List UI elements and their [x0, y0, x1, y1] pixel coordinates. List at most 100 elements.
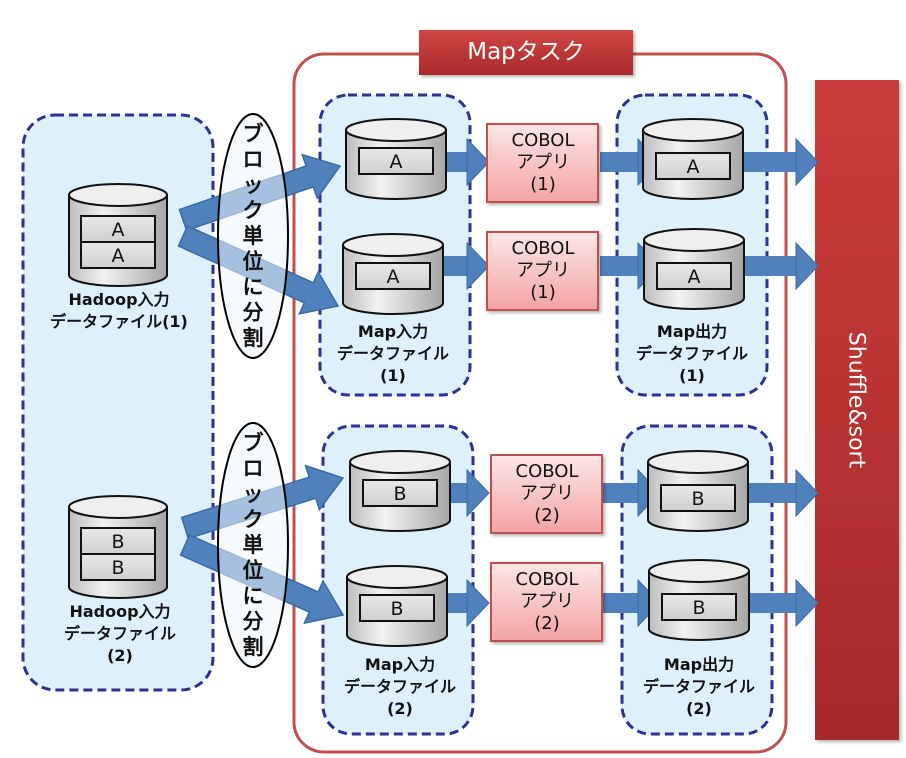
data-block-label: A: [112, 219, 125, 241]
map-input-label-1-line: (1): [380, 366, 406, 385]
split-char: 単: [243, 224, 264, 248]
split-char: ブ: [243, 122, 264, 146]
data-block-label: A: [688, 266, 701, 288]
flow-arrow-out-3-head: [795, 468, 819, 518]
map-output-label-2-line: Map出力: [664, 655, 734, 674]
data-block-label: B: [393, 483, 406, 505]
flow-arrow-out-4-head: [795, 578, 819, 628]
data-block: [355, 262, 431, 290]
map-input-cylinder-2-1: B: [349, 450, 451, 532]
split-char: ク: [243, 508, 264, 532]
data-block-label: A: [687, 156, 700, 178]
split-char: 位: [243, 559, 264, 583]
split-char: 割: [243, 635, 264, 659]
cobol-app-label-line: アプリ: [516, 152, 570, 173]
data-block-label: B: [691, 488, 704, 510]
cobol-app-label-line: COBOL: [516, 461, 579, 482]
data-block: [80, 241, 156, 269]
map-input-cylinder-1-1: A: [345, 118, 447, 200]
map-output-label-1-line: Map出力: [657, 322, 727, 341]
flow-arrow-out-4-shaft: [735, 593, 798, 613]
split-char: ロ: [243, 148, 264, 172]
flow-arrow-in-2-shaft: [440, 256, 469, 276]
split-char: に: [243, 275, 264, 299]
data-block-label: A: [112, 245, 125, 267]
flow-arrow-in-4-head: [466, 578, 490, 628]
flow-arrow-out-1-shaft: [735, 152, 798, 172]
cobol-app-box: [490, 562, 603, 642]
cobol-app-label-line: (1): [530, 282, 556, 303]
flow-arrow-out-2-shaft: [735, 256, 798, 276]
cobol-app-label-line: アプリ: [516, 260, 570, 281]
cobol-app-label-line: (2): [534, 613, 560, 634]
flow-arrow-out-1-head: [795, 137, 819, 187]
map-task-title-box: [419, 30, 633, 75]
flow-arrow-mid-4-shaft: [600, 593, 640, 613]
hadoop-input-cylinder-2: BB: [68, 495, 168, 599]
cobol-app-label-line: COBOL: [512, 130, 575, 151]
hadoop-input-label-2-line: Hadoop入力: [69, 602, 170, 621]
map-input-label-2-line: (2): [387, 699, 413, 718]
data-block: [80, 553, 156, 581]
data-block: [660, 484, 736, 512]
map-input-label-1-line: データファイル: [337, 344, 449, 363]
map-input-label-2-line: データファイル: [344, 677, 456, 696]
map-output-cylinder-2-1: B: [647, 450, 749, 532]
split-char: ッ: [243, 482, 264, 506]
split-char: 分: [243, 610, 264, 634]
cobol-app-label-line: COBOL: [516, 569, 579, 590]
split-char: ブ: [243, 431, 264, 455]
split-char: 分: [243, 301, 264, 325]
map-output-cylinder-1-2: A: [643, 228, 745, 310]
split-char: に: [243, 584, 264, 608]
map-task-title: Mapタスク: [467, 39, 585, 65]
map-output-cylinder-2-2: B: [648, 559, 750, 641]
map-output-cylinder-1-1: A: [642, 118, 744, 200]
cobol-app-box: [490, 454, 603, 534]
map-input-cylinder-1-2: A: [342, 233, 444, 315]
flow-arrow-mid-1-shaft: [600, 152, 640, 172]
split-char: 割: [243, 326, 264, 350]
data-block: [656, 262, 732, 290]
cobol-app-label-line: (2): [534, 505, 560, 526]
map-output-label-1-line: データファイル: [636, 344, 748, 363]
shuffle-sort-label: Shuffle&sort: [844, 332, 869, 469]
cobol-app-label-line: アプリ: [520, 483, 574, 504]
data-block: [362, 479, 438, 507]
map-input-cylinder-2-2: B: [346, 565, 448, 647]
data-block-label: B: [111, 531, 124, 553]
split-char: ッ: [243, 173, 264, 197]
cobol-app-box: [486, 231, 599, 311]
flow-arrow-out-2-head: [795, 241, 819, 291]
map-input-label-1-line: Map入力: [358, 322, 428, 341]
data-block: [655, 152, 731, 180]
flow-arrow-in-1-shaft: [440, 152, 469, 172]
data-block-label: B: [692, 597, 705, 619]
map-output-label-2-line: (2): [686, 699, 712, 718]
data-block: [358, 147, 434, 175]
flow-arrow-in-1-head: [466, 137, 490, 187]
cobol-app-label-line: COBOL: [512, 238, 575, 259]
split-char: 位: [243, 250, 264, 274]
hadoop-input-label-1-line: Hadoop入力: [68, 290, 169, 309]
map-output-label-1-line: (1): [679, 366, 705, 385]
cobol-app-label-line: (1): [530, 174, 556, 195]
data-block-label: B: [390, 598, 403, 620]
data-block: [359, 594, 435, 622]
hadoop-input-label-2-line: データファイル: [64, 624, 176, 643]
cobol-app-box: [486, 123, 599, 203]
map-input-label-2-line: Map入力: [365, 655, 435, 674]
